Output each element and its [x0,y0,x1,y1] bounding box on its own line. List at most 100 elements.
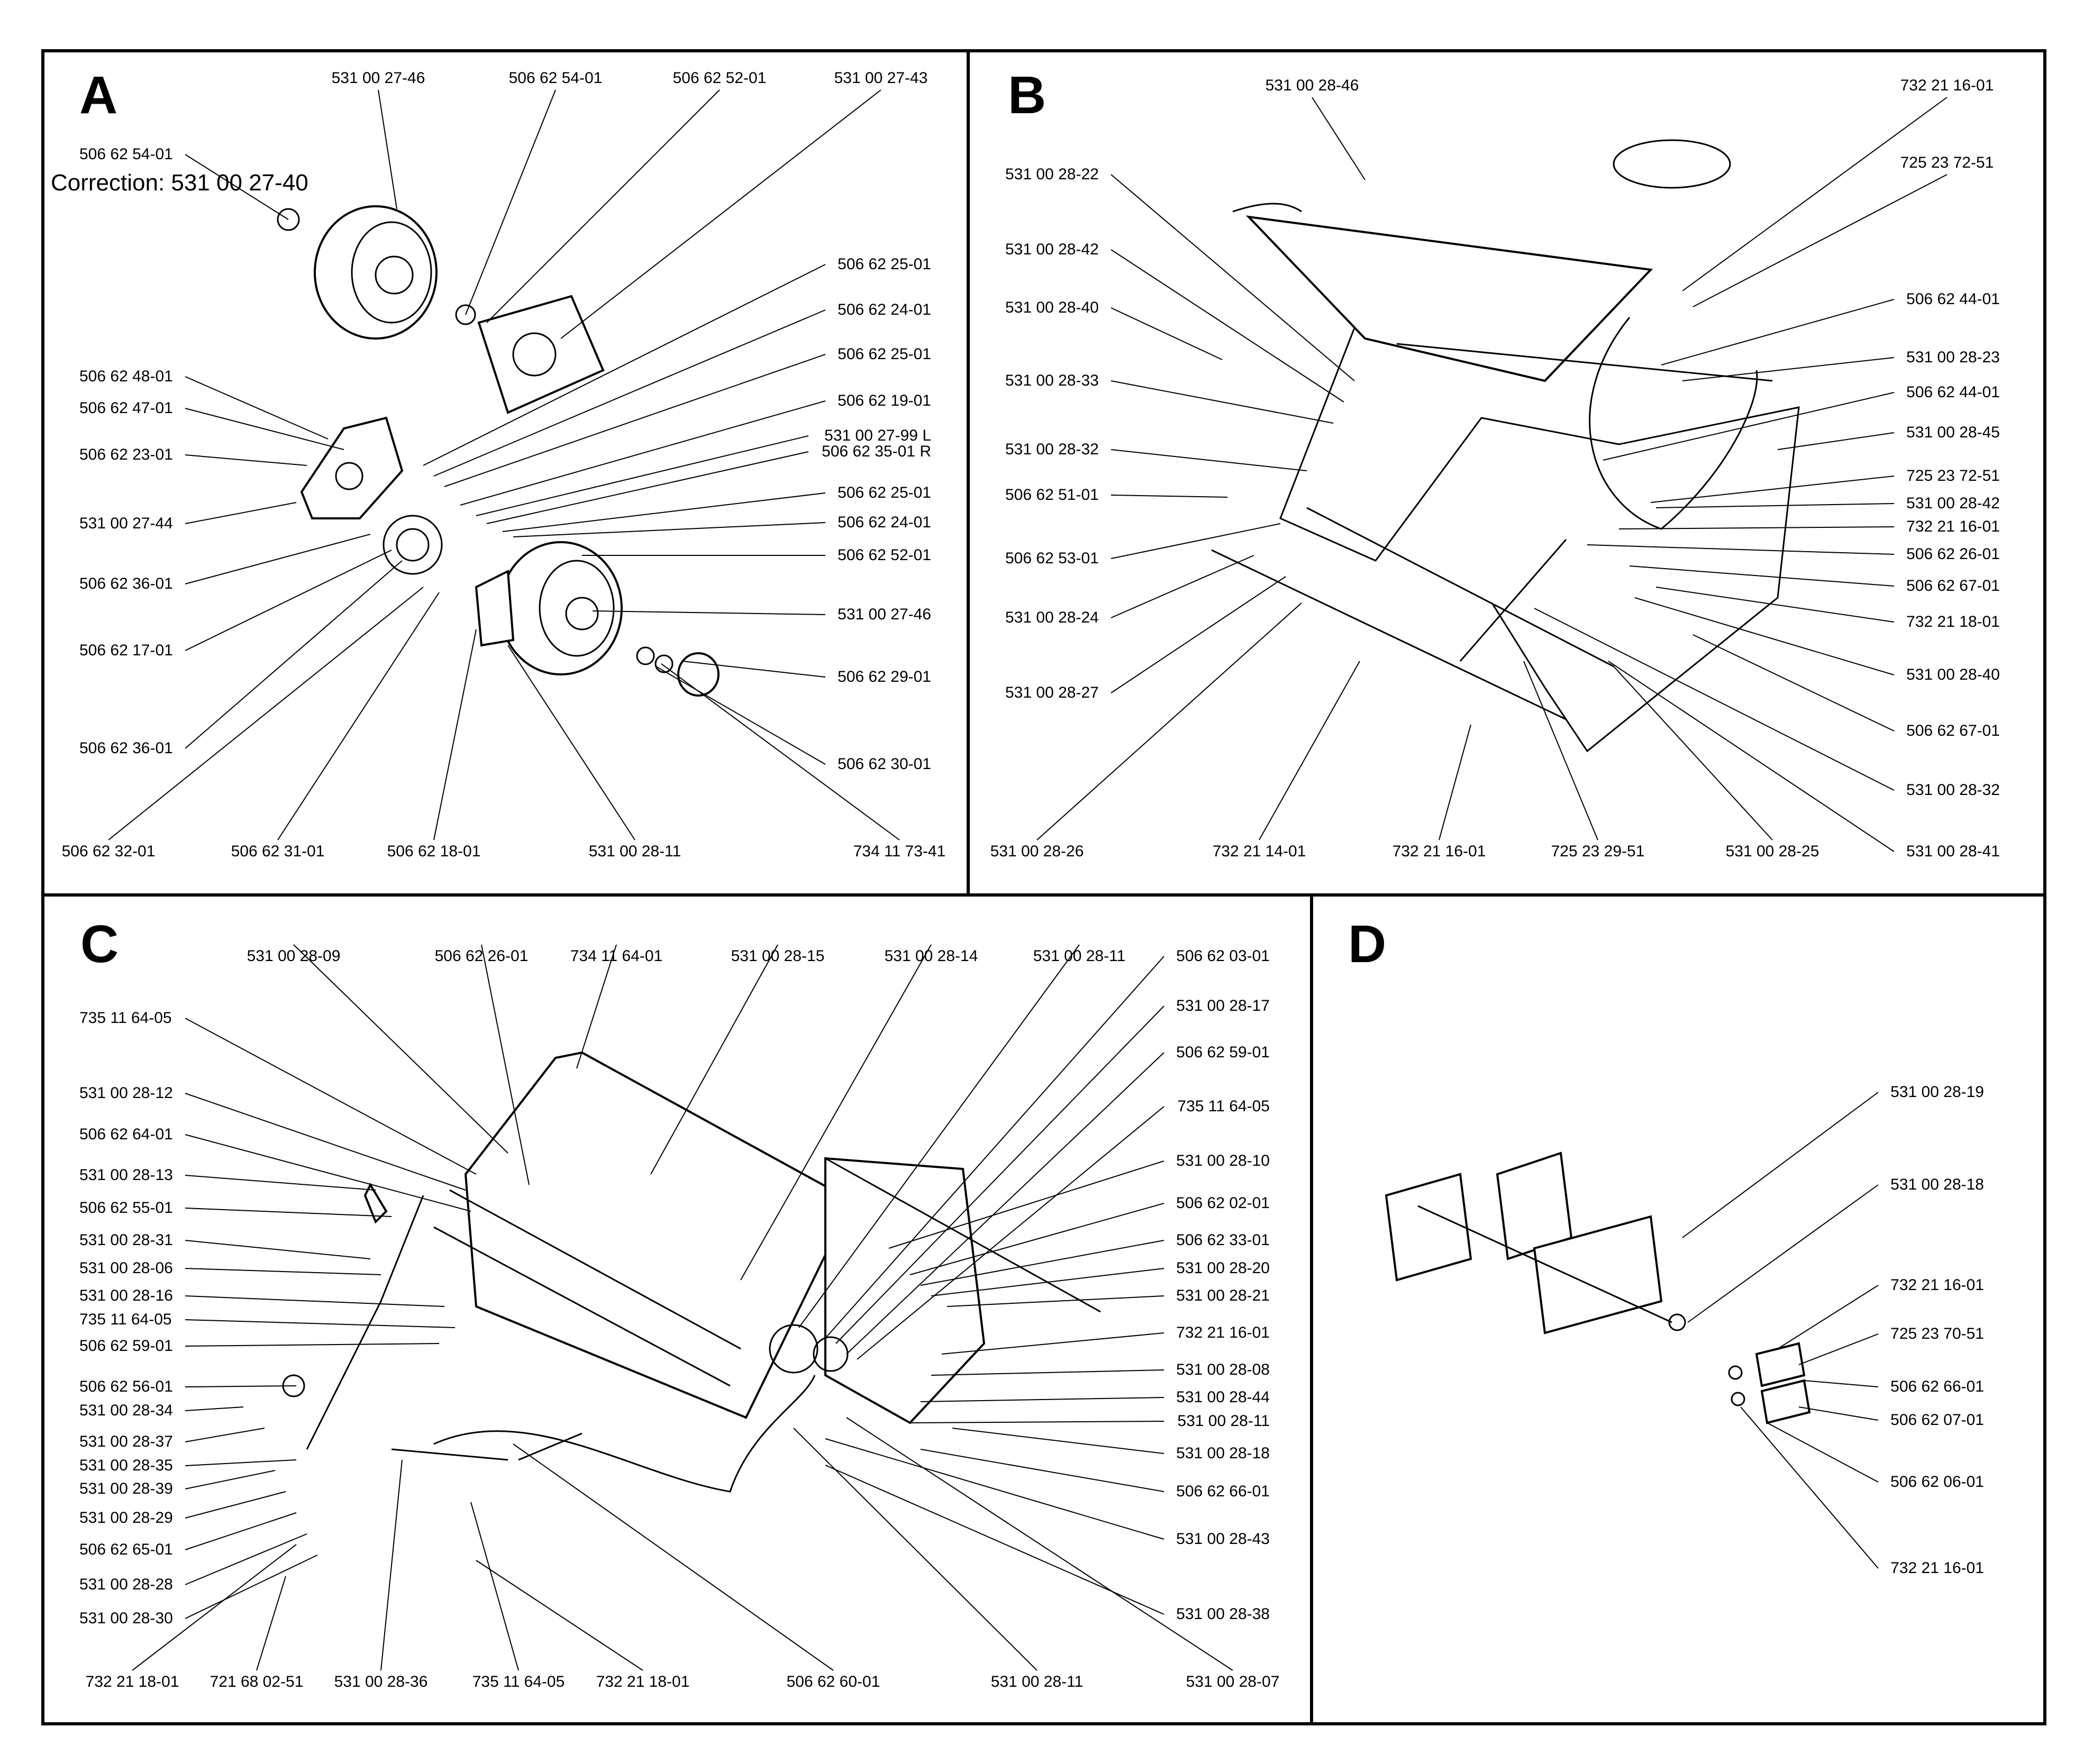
part-number-label: 531 00 28-40 [1005,299,1099,316]
panel-b [967,49,2046,897]
part-number-label: 506 62 29-01 [838,668,931,686]
part-number-label: 506 62 54-01 [508,69,603,87]
panel-d-letter: D [1348,915,1387,974]
leader-line [1655,503,1895,508]
part-number-label: 531 00 28-10 [1176,1152,1270,1169]
part-number-label: 506 62 25-01 [838,345,931,363]
part-number-label: 531 00 27-43 [834,69,928,87]
part-number-label: 506 62 47-01 [79,399,173,417]
part-number-label: 506 62 36-01 [79,575,173,592]
leader-line [108,587,424,840]
leader-line [444,354,826,487]
leader-line [682,661,826,678]
part-number-label: 531 00 28-43 [1176,1530,1270,1548]
panel-d [1310,893,2046,1725]
panel-a-letter: A [79,66,118,125]
part-number-label: 531 00 28-31 [79,1231,173,1249]
leader-line [1777,1285,1879,1349]
part-number-label: 721 68 02-51 [210,1673,304,1690]
part-number-label: 531 00 28-46 [1265,77,1359,94]
part-number-label: 531 00 28-25 [1725,843,1819,860]
leader-line [1634,597,1895,675]
leader-line [185,376,329,440]
leader-line [1798,1333,1879,1365]
part-number-label: 531 00 28-13 [79,1166,173,1184]
leader-line [947,1295,1164,1307]
leader-line [277,592,440,840]
part-number-label: 506 62 60-01 [786,1673,880,1690]
leader-line [825,1438,1164,1540]
part-number-label: 734 11 64-01 [570,947,663,965]
leader-line [1259,661,1360,840]
leader-line [185,1208,392,1217]
leader-line [185,1175,376,1191]
part-number-label: 531 00 28-42 [1005,241,1099,258]
part-number-label: 506 62 06-01 [1890,1473,1984,1491]
part-number-label: 531 00 28-26 [990,843,1084,860]
part-number-label: 506 62 44-01 [1906,290,2000,308]
part-number-label: 732 21 16-01 [1890,1276,1984,1294]
leader-line [1650,476,1895,503]
leader-line [835,1006,1164,1344]
leader-line [1587,544,1895,555]
leader-line [185,1268,381,1275]
part-number-label: 531 00 28-37 [79,1433,173,1450]
part-number-label: 531 00 27-46 [838,606,931,623]
part-number-label: 735 11 64-05 [79,1009,172,1027]
leader-line [185,1093,466,1191]
correction-note: Correction: 531 00 27-40 [51,170,308,196]
leader-line [185,1319,456,1328]
leader-line [661,663,900,840]
leader-line [920,1240,1164,1286]
part-number-label: 531 00 28-39 [79,1480,173,1497]
leader-line [185,550,392,651]
part-number-label: 531 00 28-21 [1176,1287,1270,1304]
leader-line [185,1428,265,1442]
part-number-label: 506 62 55-01 [79,1199,173,1217]
leader-line [185,1134,471,1212]
leader-line [1603,392,1895,461]
leader-line [909,1203,1164,1275]
part-number-label: 531 00 28-06 [79,1259,173,1277]
part-number-label: 531 00 27-46 [331,69,425,87]
part-number-label: 506 62 52-01 [672,69,767,87]
part-number-label: 531 00 28-12 [79,1084,173,1102]
leader-line [470,1502,519,1671]
part-number-label: 506 62 30-01 [838,755,931,773]
part-number-label: 506 62 65-01 [79,1541,173,1558]
leader-line [256,1576,286,1671]
part-number-label: 732 21 14-01 [1212,843,1306,860]
leader-line [185,1533,307,1585]
part-number-label: 506 62 25-01 [838,255,931,273]
part-number-label: 506 62 07-01 [1890,1411,1984,1429]
leader-line [132,1544,297,1671]
leader-line [185,1491,286,1519]
leader-line [185,1018,477,1175]
leader-line [185,1295,445,1307]
part-number-label: 506 62 66-01 [1176,1483,1270,1500]
part-number-label: 531 00 28-11 [1033,947,1126,965]
leader-line [185,560,403,749]
part-number-label: 735 11 64-05 [79,1311,172,1328]
leader-line [1682,97,1948,291]
leader-line [793,1428,1038,1671]
leader-line [1692,634,1895,732]
leader-line [941,1332,1164,1355]
leader-line [433,309,826,477]
leader-line [1111,249,1344,403]
leader-line [931,1369,1164,1376]
leader-line [513,522,826,537]
part-number-label: 732 21 16-01 [1176,1324,1270,1341]
leader-line [502,492,826,532]
part-number-label: 506 62 53-01 [1005,550,1099,567]
part-number-label: 506 62 67-01 [1906,577,2000,595]
part-number-label: 531 00 28-11 [588,843,681,860]
leader-line [1439,724,1471,840]
panel-d-brush-assembly [1385,1151,1811,1424]
part-number-label: 531 00 28-18 [1176,1445,1270,1462]
leader-line [1111,380,1334,424]
part-number-label: 735 11 64-05 [1177,1098,1270,1115]
panel-b-letter: B [1008,66,1046,125]
part-number-label: 506 62 19-01 [838,392,931,409]
part-number-label: 506 62 54-01 [79,145,173,163]
